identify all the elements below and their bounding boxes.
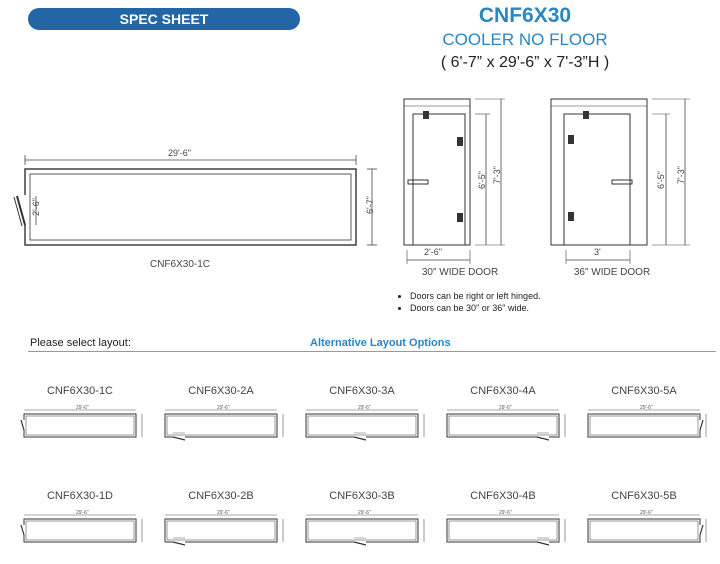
layout-dim-label: 29'-6" bbox=[640, 510, 653, 516]
door-height-label: 6'-5" bbox=[655, 171, 666, 189]
length-label: 29'-6" bbox=[168, 148, 191, 158]
layout-option-cnf6x30-3b[interactable]: CNF6X30-3B 29'-6" bbox=[302, 488, 427, 548]
layout-option-cnf6x30-2b[interactable]: CNF6X30-2B 29'-6" bbox=[161, 488, 286, 548]
door-width-label: 2'-6" bbox=[424, 247, 442, 257]
model-description: COOLER NO FLOOR bbox=[442, 30, 608, 49]
layout-option-label: CNF6X30-4A bbox=[470, 385, 536, 397]
layout-dim-label: 29'-6" bbox=[217, 405, 230, 411]
layout-thumbnail bbox=[305, 409, 425, 441]
alternative-layouts-label: Alternative Layout Options bbox=[310, 337, 451, 349]
model-dimensions: ( 6'-7” x 29'-6” x 7'-3”H ) bbox=[440, 54, 610, 71]
layout-option-cnf6x30-4a[interactable]: CNF6X30-4A 29'-6" bbox=[443, 383, 568, 443]
layout-thumbnail bbox=[587, 514, 707, 543]
spec-sheet-banner: SPEC SHEET bbox=[28, 8, 300, 30]
layout-option-label: CNF6X30-2B bbox=[188, 490, 254, 502]
layout-thumbnail bbox=[446, 514, 566, 546]
model-code: CNF6X30 bbox=[478, 4, 572, 27]
layout-dim-label: 29'-6" bbox=[640, 405, 653, 411]
layout-dim-label: 29'-6" bbox=[76, 510, 89, 516]
layout-option-cnf6x30-3a[interactable]: CNF6X30-3A 29'-6" bbox=[302, 383, 427, 443]
layout-option-cnf6x30-4b[interactable]: CNF6X30-4B 29'-6" bbox=[443, 488, 568, 548]
layout-option-cnf6x30-5a[interactable]: CNF6X30-5A 29'-6" bbox=[584, 383, 709, 443]
layout-dim-label: 29'-6" bbox=[217, 510, 230, 516]
layout-option-cnf6x30-1d[interactable]: CNF6X30-1D 29'-6" bbox=[20, 488, 145, 548]
layout-dim-label: 29'-6" bbox=[499, 405, 512, 411]
door-width-label: 3' bbox=[594, 247, 601, 257]
layout-option-label: CNF6X30-2A bbox=[188, 385, 254, 397]
note-item: Doors can be 30" or 36" wide. bbox=[410, 302, 541, 314]
door-caption: 36" WIDE DOOR bbox=[573, 267, 651, 278]
layout-option-label: CNF6X30-3A bbox=[329, 385, 395, 397]
layout-thumbnail bbox=[20, 409, 143, 438]
layout-dim-label: 29'-6" bbox=[358, 510, 371, 516]
layout-option-label: CNF6X30-1C bbox=[46, 385, 114, 397]
layout-option-label: CNF6X30-1D bbox=[46, 490, 114, 502]
layout-option-cnf6x30-1c[interactable]: CNF6X30-1C 29'-6" bbox=[20, 383, 145, 443]
layout-thumbnail bbox=[164, 409, 284, 441]
layout-option-label: CNF6X30-3B bbox=[329, 490, 395, 502]
notes-list: Doors can be right or left hinged. Doors… bbox=[398, 290, 541, 314]
layout-option-cnf6x30-2a[interactable]: CNF6X30-2A 29'-6" bbox=[161, 383, 286, 443]
door-caption: 30" WIDE DOOR bbox=[421, 267, 499, 278]
select-layout-label: Please select layout: bbox=[30, 337, 131, 349]
layout-option-label: CNF6X30-5A bbox=[611, 385, 677, 397]
layout-thumbnail bbox=[164, 514, 284, 546]
layout-option-cnf6x30-5b[interactable]: CNF6X30-5B 29'-6" bbox=[584, 488, 709, 548]
layout-option-label: CNF6X30-5B bbox=[611, 490, 677, 502]
layout-dim-label: 29'-6" bbox=[499, 510, 512, 516]
layout-dim-label: 29'-6" bbox=[76, 405, 89, 411]
layout-dim-label: 29'-6" bbox=[358, 405, 371, 411]
layout-option-label: CNF6X30-4B bbox=[470, 490, 536, 502]
layout-thumbnail bbox=[20, 514, 143, 543]
layout-thumbnail bbox=[305, 514, 425, 546]
note-item: Doors can be right or left hinged. bbox=[410, 290, 541, 302]
layout-thumbnail bbox=[446, 409, 566, 441]
floor-plan-caption: CNF6X30-1C bbox=[149, 259, 211, 270]
layout-thumbnail bbox=[587, 409, 707, 438]
total-height-label: 7'-3" bbox=[675, 166, 686, 184]
section-divider bbox=[28, 351, 716, 352]
